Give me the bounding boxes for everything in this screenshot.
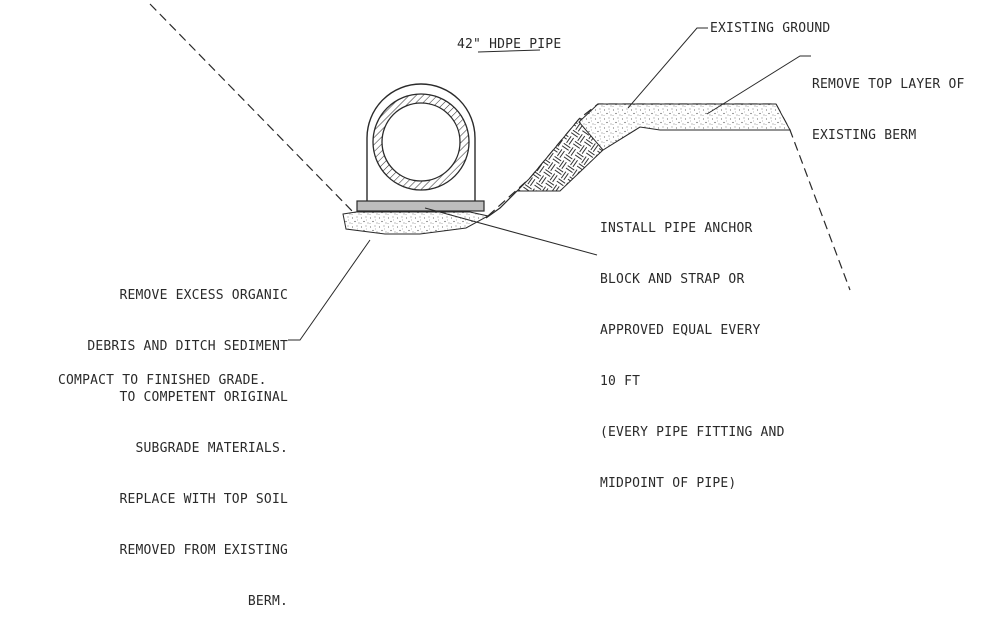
existing-ground-label: EXISTING GROUND (710, 21, 831, 36)
pipe-leader (477, 49, 541, 53)
berm-layer-leader (706, 55, 811, 115)
remove-top-layer-note: REMOVE TOP LAYER OF EXISTING BERM (812, 77, 965, 143)
anchor-leader (424, 207, 598, 256)
hdpe-pipe (372, 93, 470, 191)
ground-leader (627, 27, 708, 109)
ground-toe-line (485, 190, 518, 219)
debris-leader (288, 239, 371, 341)
topsoil-bed (342, 211, 490, 235)
berm-top-layer (578, 103, 791, 151)
pipe-strap (366, 83, 476, 201)
pipe-label: 42" HDPE PIPE (457, 37, 562, 52)
anchor-block (356, 200, 485, 212)
cross-section-drawing (149, 3, 851, 341)
drawing-sheet: 42" HDPE PIPE EXISTING GROUND REMOVE TOP… (58, 3, 965, 609)
debris-note: REMOVE EXCESS ORGANIC DEBRIS AND DITCH S… (87, 288, 288, 609)
compact-note: COMPACT TO FINISHED GRADE. (58, 373, 267, 388)
anchor-note: INSTALL PIPE ANCHOR BLOCK AND STRAP OR A… (600, 221, 785, 491)
